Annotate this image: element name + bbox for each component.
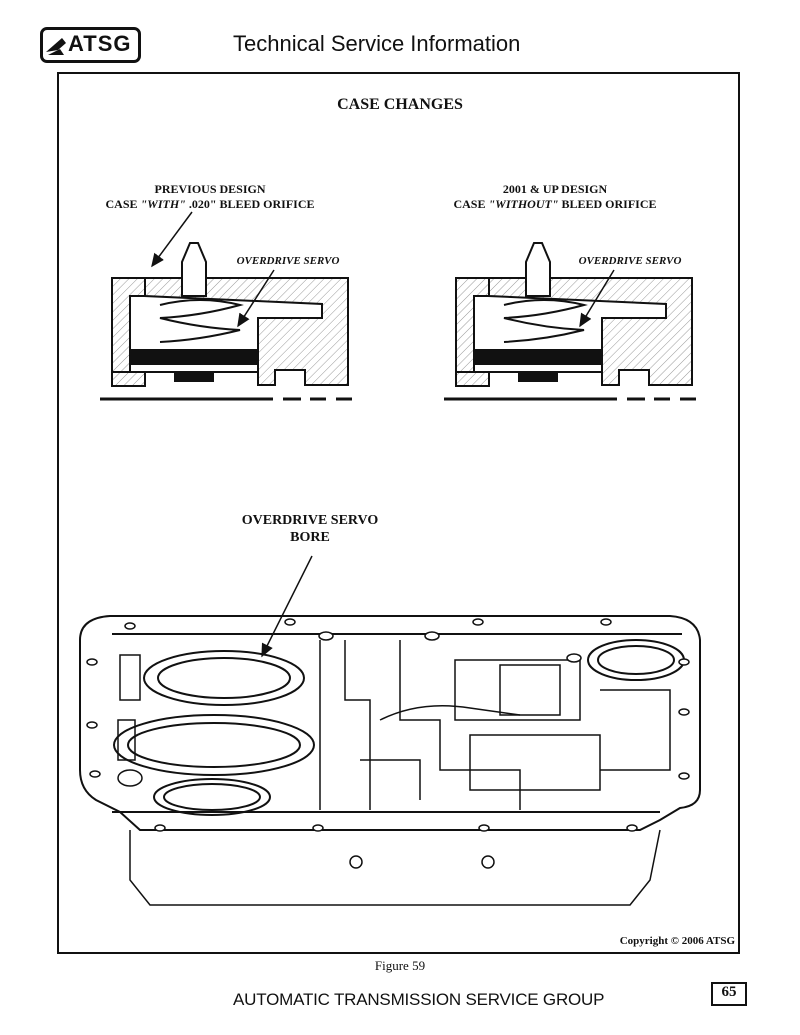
footer-title: AUTOMATIC TRANSMISSION SERVICE GROUP	[233, 990, 605, 1009]
figure-frame	[57, 72, 740, 954]
page-number-box	[711, 982, 747, 1006]
servo-label-previous: OVERDRIVE SERVO	[236, 255, 340, 267]
previous-design-line1: PREVIOUS DESIGN	[154, 182, 266, 196]
servo-label-new: OVERDRIVE SERVO	[578, 255, 682, 267]
transmission-case-drawing	[79, 615, 701, 906]
servo-section-new	[455, 242, 693, 387]
figure-caption: Figure 59	[374, 958, 426, 973]
new-design-line2: CASE "WITHOUT" BLEED ORIFICE	[453, 197, 657, 211]
new-design-line1: 2001 & UP DESIGN	[502, 182, 608, 196]
page-title: Technical Service Information	[233, 31, 521, 56]
bore-label-line1: OVERDRIVE SERVO	[241, 513, 379, 528]
new-design-label: 2001 & UP DESIGN CASE "WITHOUT" BLEED OR…	[405, 182, 705, 212]
figure-heading: CASE CHANGES	[337, 96, 463, 113]
bore-label-line2: BORE	[290, 530, 330, 545]
copyright-text: Copyright © 2006 ATSG	[619, 935, 735, 947]
bore-label: OVERDRIVE SERVO BORE	[220, 512, 400, 546]
servo-section-previous	[111, 242, 349, 387]
page-number: 65	[721, 984, 737, 1000]
logo-text: ATSG	[68, 31, 132, 56]
previous-design-label: PREVIOUS DESIGN CASE "WITH" .020" BLEED …	[60, 182, 360, 212]
previous-design-line2: CASE "WITH" .020" BLEED ORIFICE	[105, 197, 315, 211]
case-bolt-holes	[86, 618, 690, 869]
